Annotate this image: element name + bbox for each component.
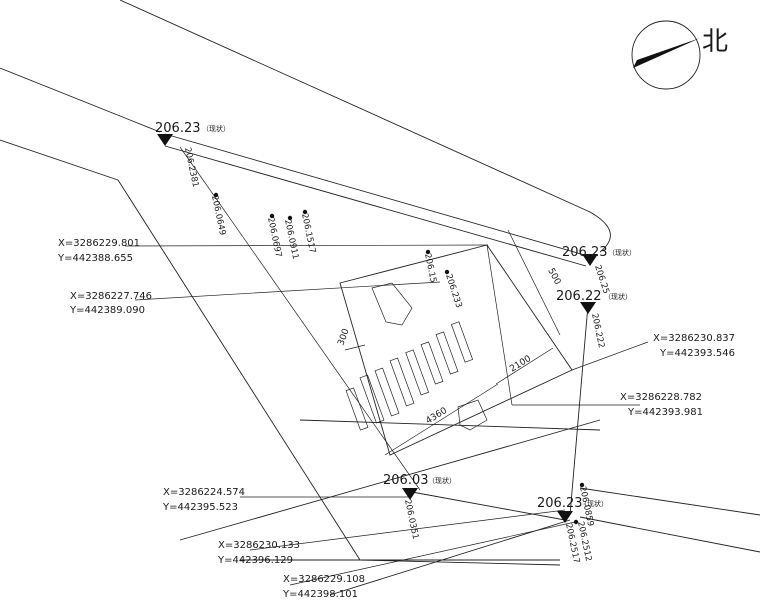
point-dot bbox=[269, 213, 275, 219]
point-dot bbox=[579, 482, 585, 488]
road-bottom-diagonal bbox=[329, 519, 571, 596]
shape-blob-bottom bbox=[457, 399, 488, 431]
dimension-500-line bbox=[507, 229, 561, 336]
building-inner-right bbox=[486, 244, 513, 406]
coordinate-x-c3: X=3286230.837 bbox=[653, 333, 735, 344]
coordinate-y-c6: Y=442396.129 bbox=[217, 555, 293, 566]
dimension-4360-line bbox=[384, 383, 499, 456]
road-curve bbox=[589, 211, 611, 253]
north-arrow: 北 bbox=[631, 20, 728, 90]
grade-line-bottom bbox=[411, 491, 566, 521]
coordinate-y-c3: Y=442393.546 bbox=[659, 348, 735, 359]
coordinate-leaders bbox=[124, 244, 649, 586]
north-label: 北 bbox=[702, 27, 728, 57]
comb-bar bbox=[450, 321, 474, 363]
north-arrow-needle bbox=[633, 38, 700, 68]
elevation-tag-e5: （现状） bbox=[580, 499, 608, 508]
elevation-tag-e2: （现状） bbox=[608, 248, 636, 257]
elevation-tag-e4: （现状） bbox=[428, 476, 456, 485]
leader-c7 bbox=[289, 521, 576, 586]
point-label-p4: 206.0911 bbox=[282, 219, 300, 261]
dimension-2100-line bbox=[495, 347, 554, 385]
point-label-p3: 206.0697 bbox=[265, 217, 283, 259]
elevation-triangle-e5 bbox=[557, 511, 573, 523]
grade-path bbox=[164, 133, 589, 521]
dimension-label-d4: 300 bbox=[336, 327, 351, 347]
comb-bar bbox=[345, 387, 369, 431]
dimension-label-d3: 4360 bbox=[424, 406, 449, 427]
elevation-value-e2: 206.23 bbox=[562, 245, 608, 260]
dimension-label-d2: 2100 bbox=[508, 354, 533, 375]
coordinate-x-c1: X=3286229.801 bbox=[58, 238, 140, 249]
road-crossing bbox=[299, 419, 601, 431]
elevation-triangle-e3 bbox=[580, 302, 596, 314]
road-edge-upper-left bbox=[0, 67, 161, 133]
point-dots bbox=[213, 192, 585, 525]
dimension-label-d1: 500 bbox=[545, 267, 562, 287]
coordinate-y-c2: Y=442389.090 bbox=[69, 305, 145, 316]
elevation-triangle-e4 bbox=[402, 488, 418, 500]
road-edge-top bbox=[119, 0, 591, 213]
comb-bar bbox=[435, 331, 459, 375]
elevation-value-e1: 206.23 bbox=[155, 121, 201, 136]
elevation-triangle-e1 bbox=[157, 134, 173, 146]
comb-bar bbox=[420, 341, 444, 385]
leader-c2 bbox=[134, 281, 441, 301]
point-dot bbox=[425, 249, 431, 255]
elevation-tag-e3: （现状） bbox=[604, 292, 632, 301]
comb-bar bbox=[389, 357, 415, 407]
point-label-p9: 206.222 bbox=[589, 313, 606, 349]
elevation-tag-e1: （现状） bbox=[202, 124, 230, 133]
dimension-300-line bbox=[344, 344, 366, 351]
leader-c1 bbox=[124, 244, 489, 247]
grade-line-right bbox=[569, 304, 589, 516]
comb-structure bbox=[345, 321, 474, 431]
north-arrow-circle bbox=[631, 20, 701, 90]
point-label-p6: 206.15 bbox=[422, 253, 438, 284]
elevation-value-e4: 206.03 bbox=[383, 473, 429, 488]
point-label-p5: 206.1517 bbox=[299, 213, 317, 255]
elevation-labels: 206.23 （现状） 206.23 （现状） 206.22 （现状） 206.… bbox=[155, 121, 636, 511]
point-dot bbox=[573, 519, 579, 525]
coordinate-y-c4: Y=442393.981 bbox=[627, 407, 703, 418]
road-right-upper bbox=[579, 487, 760, 516]
road-right-lower bbox=[579, 516, 760, 553]
elevation-value-e5: 206.23 bbox=[537, 496, 583, 511]
coordinate-x-c5: X=3286224.574 bbox=[163, 487, 245, 498]
grade-line-diagonal bbox=[179, 146, 421, 491]
comb-bar bbox=[405, 349, 430, 396]
coordinate-x-c4: X=3286228.782 bbox=[620, 392, 702, 403]
leader-c6 bbox=[249, 509, 566, 551]
coordinate-y-c1: Y=442388.655 bbox=[57, 253, 133, 264]
point-dot bbox=[287, 215, 293, 221]
point-label-p10: 206.0351 bbox=[402, 499, 420, 541]
point-label-p2: 206.0649 bbox=[209, 195, 227, 237]
point-dot bbox=[213, 192, 219, 198]
elevation-markers bbox=[157, 134, 598, 523]
coordinate-x-c6: X=3286230.133 bbox=[218, 540, 300, 551]
coordinate-labels: X=3286229.801 Y=442388.655 X=3286227.746… bbox=[57, 238, 735, 600]
elevation-triangle-e2 bbox=[582, 254, 598, 266]
comb-bar bbox=[359, 374, 385, 424]
coordinate-x-c7: X=3286229.108 bbox=[283, 574, 365, 585]
coordinate-y-c5: Y=442395.523 bbox=[162, 502, 238, 513]
grade-line-top-2 bbox=[164, 145, 587, 267]
point-label-p7: 206.233 bbox=[443, 273, 463, 310]
road-lower-diagonal bbox=[179, 419, 601, 541]
building-outline bbox=[339, 244, 573, 456]
leader-c3 bbox=[571, 341, 649, 371]
elevation-value-e3: 206.22 bbox=[556, 289, 602, 304]
point-dot bbox=[302, 209, 308, 215]
coordinate-y-c7: Y=442398.101 bbox=[282, 589, 358, 600]
comb-bar bbox=[374, 367, 400, 417]
road-edge-left bbox=[0, 139, 119, 181]
point-dot bbox=[444, 269, 450, 275]
point-label-p1: 206.2381 bbox=[182, 147, 200, 189]
grade-line-top bbox=[164, 133, 589, 257]
coordinate-x-c2: X=3286227.746 bbox=[70, 291, 152, 302]
shape-blob-top bbox=[371, 282, 413, 326]
